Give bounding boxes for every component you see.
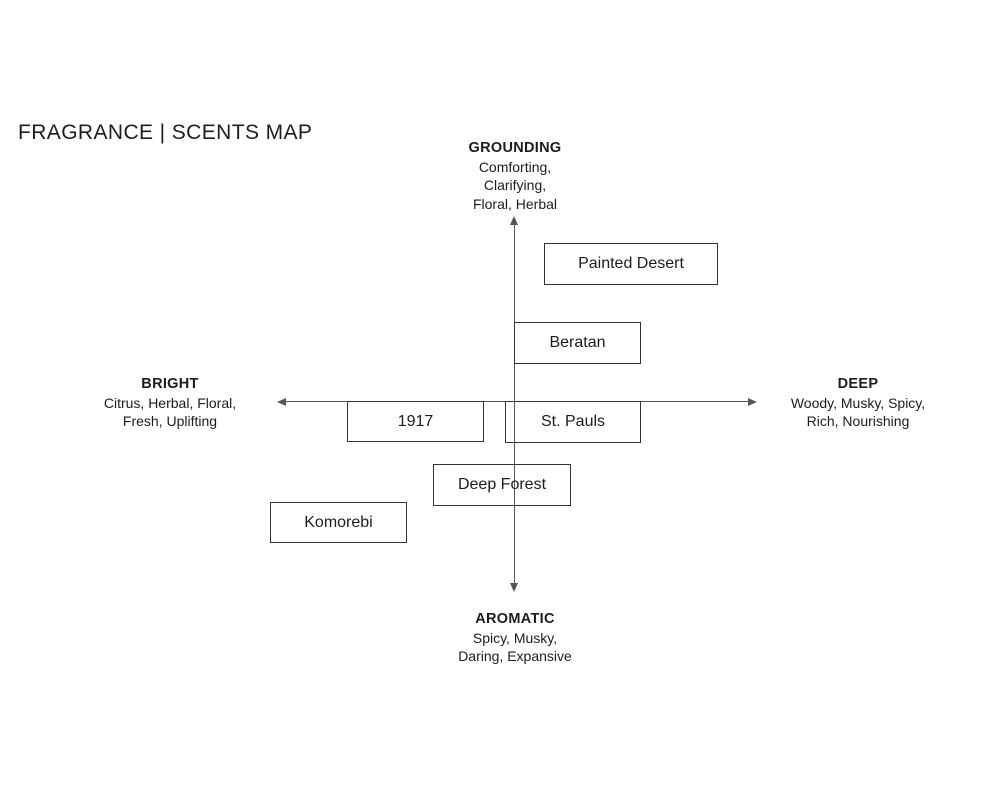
arrow-down-icon [510, 583, 518, 592]
axis-descriptor: Fresh, Uplifting [122, 413, 218, 429]
page-title: FRAGRANCE | SCENTS MAP [18, 121, 313, 144]
axis-title: GROUNDING [468, 140, 562, 156]
vertical-axis-line [514, 222, 516, 588]
scent-label: Komorebi [304, 513, 373, 531]
arrow-right-icon [748, 397, 757, 406]
axis-label-bright: BRIGHT Citrus, Herbal, Floral, Fresh, Up… [40, 375, 300, 431]
axis-descriptor: Rich, Nourishing [806, 413, 910, 429]
arrow-up-icon [510, 216, 518, 225]
axis-label-deep: DEEP Woody, Musky, Spicy, Rich, Nourishi… [728, 375, 988, 431]
axis-descriptor: Spicy, Musky, [472, 629, 558, 646]
scent-box-painted-desert[interactable]: Painted Desert [544, 243, 718, 285]
arrow-left-icon [277, 397, 286, 406]
scent-label: St. Pauls [540, 413, 606, 430]
scent-box-komorebi[interactable]: Komorebi [270, 502, 407, 543]
scent-box-deep-forest[interactable]: Deep Forest [433, 464, 571, 506]
axis-descriptor: Citrus, Herbal, Floral, [103, 394, 237, 411]
axis-descriptor: Floral, Herbal [472, 195, 558, 212]
axis-label-aromatic: AROMATIC Spicy, Musky, Daring, Expansive [385, 610, 645, 666]
axis-title: BRIGHT [141, 376, 199, 392]
scent-box-1917[interactable]: 1917 [347, 401, 484, 442]
axis-label-grounding: GROUNDING Comforting, Clarifying, Floral… [385, 139, 645, 213]
scent-box-st-pauls[interactable]: St. Pauls [505, 401, 641, 443]
axis-descriptor: Clarifying, [483, 177, 547, 193]
axis-title: AROMATIC [475, 611, 555, 627]
axis-descriptor: Daring, Expansive [458, 648, 572, 664]
scent-box-beratan[interactable]: Beratan [514, 322, 641, 364]
axis-descriptor: Woody, Musky, Spicy, [790, 394, 926, 411]
axis-descriptor: Comforting, [478, 158, 552, 175]
axis-title: DEEP [837, 376, 879, 392]
scent-label: 1917 [397, 412, 434, 430]
scent-label: Painted Desert [578, 255, 684, 272]
scent-label: Beratan [549, 334, 606, 351]
scent-label: Deep Forest [457, 476, 547, 493]
